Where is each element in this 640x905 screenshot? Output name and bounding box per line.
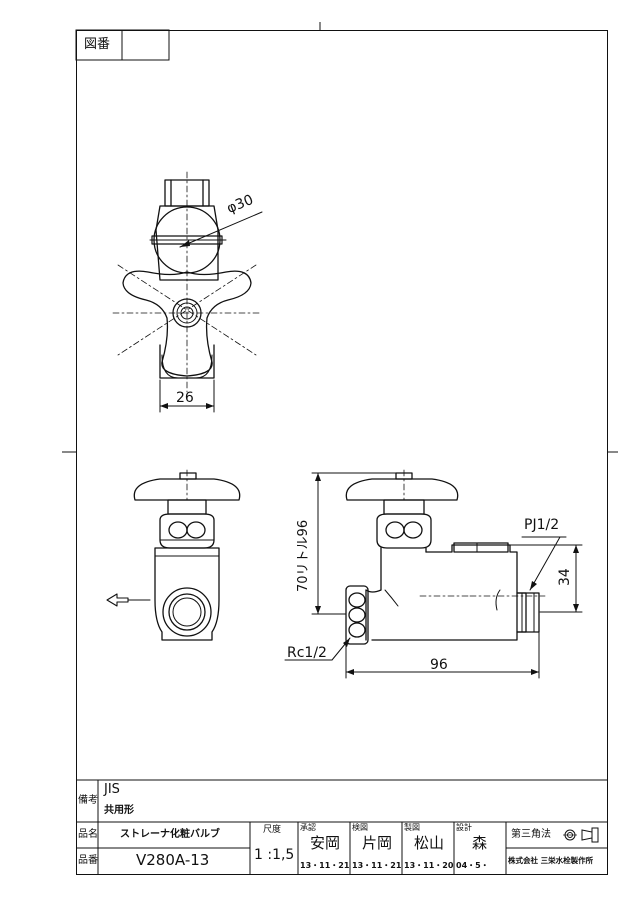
width-dimension: 26: [176, 390, 194, 406]
drawing-number-label: 図番: [84, 37, 111, 52]
design-label: 設計: [456, 823, 472, 832]
remarks-jis: JIS: [104, 782, 120, 797]
projection-label: 第三角法: [511, 829, 551, 840]
rc-label: Rc1/2: [287, 645, 327, 661]
side-view: [284, 469, 583, 679]
product-number-value: V280A-13: [136, 851, 210, 869]
remarks-type: 共用形: [104, 805, 134, 816]
drawn-name: 松山: [414, 834, 445, 852]
remarks-label: 備考: [78, 795, 98, 806]
pj-label: PJ1/2: [524, 517, 560, 533]
checked-label: 検図: [352, 823, 368, 832]
approved-label: 承認: [300, 823, 316, 832]
product-number-label: 品番: [78, 855, 98, 866]
scale-label: 尺度: [263, 825, 282, 835]
product-name-value: ストレーナ化粧バルブ: [120, 829, 220, 840]
checked-date: 13・11・21: [352, 861, 402, 870]
checked-name: 片岡: [362, 834, 393, 852]
scale-value: 1 :1,5: [254, 847, 295, 863]
company-name: 株式会社 三栄水栓製作所: [508, 856, 594, 865]
approved-date: 13・11・21: [300, 861, 350, 870]
drawn-label: 製図: [404, 823, 420, 832]
top-view: [112, 171, 263, 413]
drawn-date: 13・11・20: [404, 861, 454, 870]
product-name-label: 品名: [78, 829, 98, 840]
drawing-frame: [76, 30, 608, 875]
design-name: 森: [472, 834, 488, 852]
front-view: [106, 469, 241, 641]
length-dimension: 96: [430, 657, 448, 673]
approved-name: 安岡: [310, 834, 341, 852]
design-date: 04・5・: [456, 861, 489, 870]
